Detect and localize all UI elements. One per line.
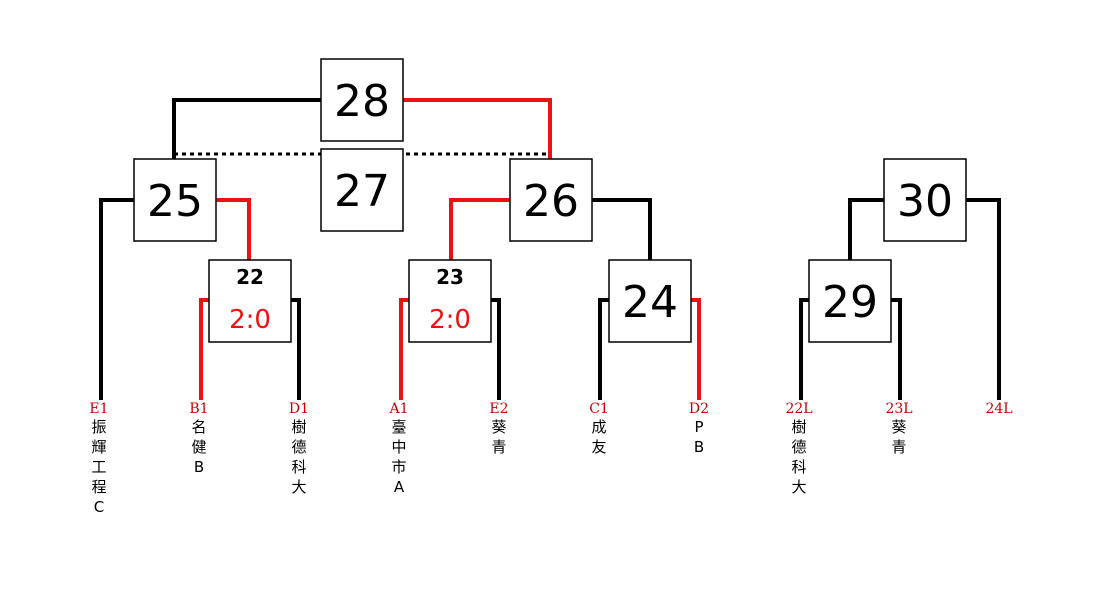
seed-label: D2 [689,401,709,417]
match-number: 22 [236,265,264,289]
connector-line-14 [966,198,1001,400]
match-box-frame [509,158,593,242]
match-box-frame [133,158,217,242]
match-number: 23 [436,265,464,289]
match-number: 24 [622,277,678,328]
match-number: 27 [334,166,390,217]
team-name: 樹德科大 [291,418,306,496]
match-box-frame [808,259,892,343]
match-number: 30 [897,176,953,227]
seed-label: A1 [388,401,408,417]
connector-line-7 [449,198,510,260]
match-box-22[interactable]: 22 2:0 [208,259,292,343]
match-box-frame [883,158,967,242]
seed-label: 24L [985,401,1012,417]
bracket-connectors [99,98,1001,400]
connector-line-12 [691,298,701,400]
match-number: 29 [822,277,878,328]
match-number: 25 [147,176,203,227]
connector-line-1 [403,98,552,159]
seed-label: 23L [885,401,912,417]
match-box-28[interactable]: 28 [320,58,404,142]
connector-line-6 [291,298,301,400]
team-name: 成友 [591,418,606,456]
match-box-29[interactable]: 29 [808,259,892,343]
match-box-frame [320,58,404,142]
match-number: 26 [523,176,579,227]
match-box-25[interactable]: 25 [133,158,217,242]
match-box-frame [608,259,692,343]
match-box-27[interactable]: 27 [320,148,404,232]
connector-line-0 [172,98,321,159]
match-box-30[interactable]: 30 [883,158,967,242]
connector-line-13 [848,198,884,260]
connector-line-8 [592,198,652,260]
connector-line-15 [799,298,809,400]
match-boxes: 28 27 25 26 30 22 2:0 23 2:0 24 29 [133,58,967,343]
team-name: 葵青 [491,418,506,456]
match-score: 2:0 [429,305,471,335]
seed-label: E2 [489,401,508,417]
connector-line-10 [491,298,501,400]
connector-line-4 [216,198,251,260]
match-box-23[interactable]: 23 2:0 [408,259,492,343]
team-name: 葵青 [891,418,906,456]
seed-label: E1 [89,401,108,417]
connector-line-5 [199,298,209,400]
match-box-frame [320,148,404,232]
match-box-24[interactable]: 24 [608,259,692,343]
team-slot-24l[interactable]: 24L [985,401,1012,417]
connector-line-3 [99,198,134,400]
match-box-frame [408,259,492,343]
connector-line-16 [891,298,902,400]
match-number: 28 [334,76,390,127]
match-box-frame [208,259,292,343]
connector-line-9 [399,298,409,400]
seed-label: 22L [785,401,812,417]
seed-label: B1 [189,401,208,417]
connector-line-11 [598,298,609,400]
team-name: 樹德科大 [791,418,806,496]
seed-label: D1 [289,401,309,417]
match-box-26[interactable]: 26 [509,158,593,242]
match-score: 2:0 [229,305,271,335]
seed-label: C1 [589,401,609,417]
